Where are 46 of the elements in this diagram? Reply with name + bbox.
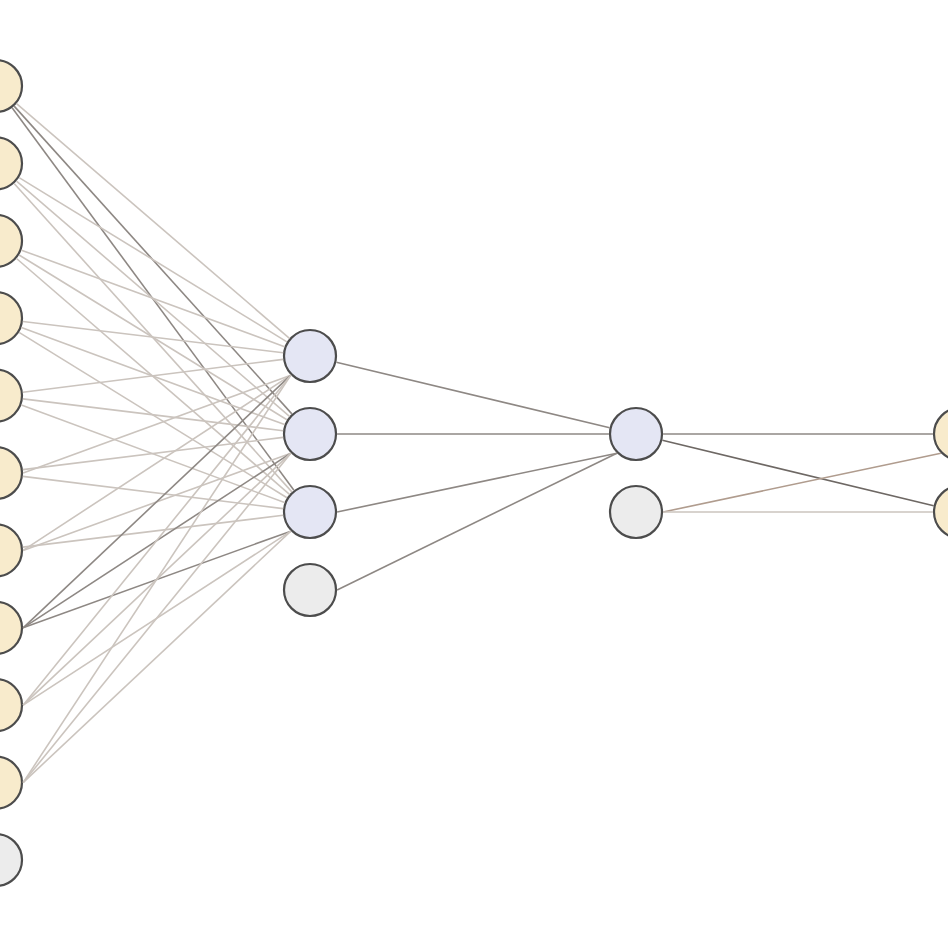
neuron-circle	[932, 406, 948, 462]
connection-line	[13, 105, 293, 415]
neuron-circle	[282, 406, 338, 462]
neuron-circle	[608, 484, 664, 540]
connection-line	[13, 182, 293, 493]
connection-line	[22, 374, 292, 784]
neuron-circle	[282, 562, 338, 618]
connection-line	[22, 530, 292, 629]
connection-line	[22, 514, 284, 548]
connection-line	[18, 254, 288, 421]
connection-line	[15, 180, 291, 418]
connection-line	[22, 452, 292, 552]
connection-line	[15, 102, 291, 340]
connection-line	[22, 374, 292, 706]
connection-line	[661, 439, 935, 507]
connection-line	[22, 320, 284, 354]
connection-line	[22, 374, 292, 552]
connection-line	[20, 326, 286, 426]
connection-line	[662, 511, 934, 513]
connection-line	[11, 107, 295, 491]
connection-line	[335, 361, 611, 429]
connection-line	[20, 249, 286, 348]
connection-line	[22, 374, 292, 629]
connection-line	[22, 452, 292, 706]
connection-line	[22, 358, 284, 393]
neuron-circle	[282, 328, 338, 384]
connection-line	[15, 257, 291, 496]
connection-line	[22, 374, 292, 474]
connection-line	[336, 433, 610, 435]
connection-line	[22, 475, 284, 510]
connection-line	[18, 176, 288, 343]
connection-line	[22, 436, 284, 471]
neuron-circle	[282, 484, 338, 540]
connection-line	[22, 530, 292, 706]
neuron-circle	[932, 484, 948, 540]
neuron-circle	[608, 406, 664, 462]
connection-line	[18, 331, 288, 499]
connection-line	[22, 452, 292, 784]
connection-line	[22, 398, 284, 432]
connection-line	[662, 433, 934, 435]
connection-line	[336, 452, 618, 513]
connection-line	[22, 452, 292, 629]
connection-line	[336, 452, 618, 591]
connection-line	[22, 530, 292, 784]
connection-line	[662, 452, 942, 513]
connection-line	[20, 404, 286, 504]
